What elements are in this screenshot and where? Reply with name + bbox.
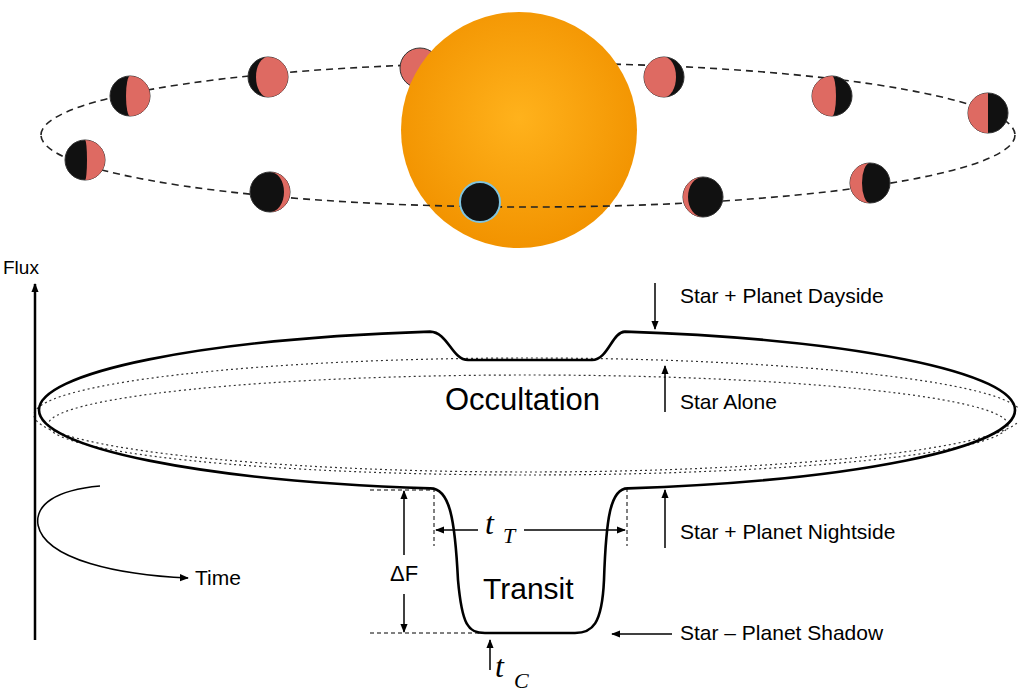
planet bbox=[683, 177, 723, 217]
planet bbox=[110, 76, 150, 116]
annotation: Star – Planet Shadow bbox=[680, 621, 883, 645]
pointer-arrow bbox=[612, 633, 672, 635]
star bbox=[401, 12, 637, 248]
planet-phases bbox=[65, 57, 1008, 217]
symbol: t bbox=[485, 505, 494, 542]
flux-axis bbox=[34, 284, 37, 640]
planet-dayside bbox=[85, 140, 105, 180]
pointer-arrow bbox=[654, 283, 656, 329]
depth-arrow bbox=[403, 491, 405, 555]
pointer-arrow bbox=[664, 490, 666, 548]
orbit-front bbox=[41, 135, 1015, 207]
annotation: Star Alone bbox=[680, 390, 777, 414]
planet-dayside bbox=[644, 57, 676, 97]
pointer-arrow bbox=[489, 640, 491, 670]
symbol: t bbox=[495, 648, 504, 685]
planet-dayside bbox=[270, 172, 290, 212]
subscript: C bbox=[514, 668, 529, 693]
axis-label: Flux bbox=[3, 257, 39, 279]
duration-arrow bbox=[436, 529, 478, 531]
planet bbox=[812, 76, 852, 116]
annotation: Star + Planet Nightside bbox=[680, 520, 895, 544]
time-arrow bbox=[38, 486, 188, 578]
planet-dayside bbox=[683, 177, 703, 217]
guide-line bbox=[434, 488, 435, 546]
subscript: T bbox=[503, 523, 515, 548]
axis-label: Time bbox=[195, 566, 241, 590]
planet-dayside bbox=[812, 76, 836, 116]
planet bbox=[250, 172, 290, 212]
light-curve bbox=[39, 332, 1015, 633]
guide-line bbox=[370, 490, 432, 491]
reference-curve bbox=[48, 375, 1008, 475]
planet bbox=[850, 163, 890, 203]
planet bbox=[968, 93, 1008, 133]
depth-label: ΔF bbox=[387, 561, 421, 586]
guide-line bbox=[627, 488, 628, 546]
region-label: Occultation bbox=[445, 382, 600, 418]
planet-dayside bbox=[126, 76, 150, 116]
planet-dayside bbox=[850, 163, 870, 203]
planet bbox=[644, 57, 684, 97]
reference-curve bbox=[34, 358, 1018, 472]
planet bbox=[65, 140, 105, 180]
guide-line bbox=[370, 633, 480, 634]
region-label: Transit bbox=[483, 572, 574, 607]
planet bbox=[248, 57, 288, 97]
pointer-arrow bbox=[664, 366, 666, 412]
duration-arrow bbox=[524, 529, 625, 531]
annotation: Star + Planet Dayside bbox=[680, 284, 884, 308]
transiting-planet bbox=[460, 182, 500, 222]
depth-arrow bbox=[403, 594, 405, 632]
planet-dayside bbox=[256, 57, 288, 97]
planet-dayside bbox=[968, 93, 988, 133]
